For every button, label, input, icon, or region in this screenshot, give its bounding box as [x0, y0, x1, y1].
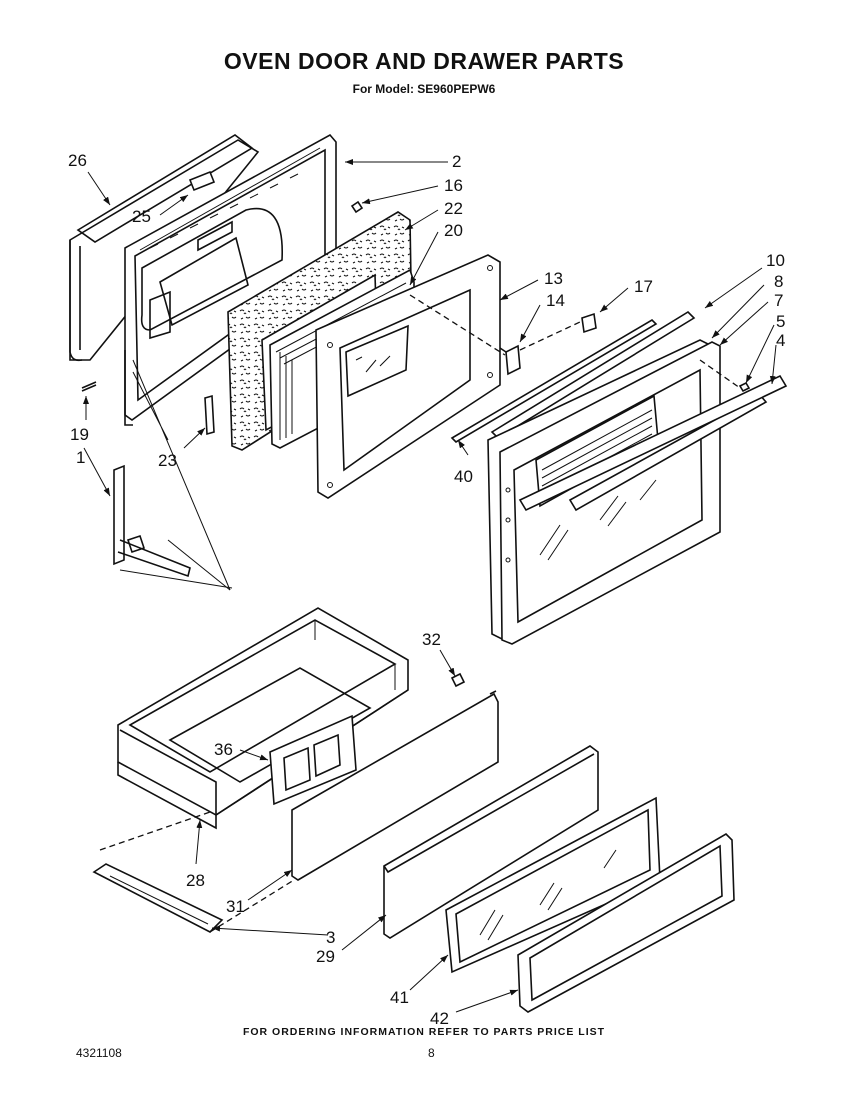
callout-2: 2 [452, 152, 461, 171]
callout-40: 40 [454, 467, 473, 486]
door-trim-strip [450, 318, 658, 444]
page-title: OVEN DOOR AND DRAWER PARTS [223, 48, 625, 74]
callout-19: 19 [70, 425, 89, 444]
door-handle [518, 374, 788, 512]
callout-42: 42 [430, 1009, 449, 1028]
callout-14: 14 [546, 291, 565, 310]
door-clip [188, 170, 216, 192]
callout-1: 1 [76, 448, 85, 467]
drawer-inner-panel [291, 692, 499, 881]
callout-32: 32 [422, 630, 441, 649]
drawer-rail [92, 863, 224, 933]
callout-13: 13 [544, 269, 563, 288]
callout-41: 41 [390, 988, 409, 1007]
callout-3: 3 [326, 928, 335, 947]
callout-22: 22 [444, 199, 463, 218]
model-subtitle: For Model: SE960PEPW6 [352, 82, 496, 96]
drawer-gasket [517, 832, 735, 1013]
callout-20: 20 [444, 221, 463, 240]
callout-16: 16 [444, 176, 463, 195]
callout-36: 36 [214, 740, 233, 759]
ordering-note: FOR ORDERING INFORMATION REFER TO PARTS … [242, 1026, 606, 1038]
callout-17: 17 [634, 277, 653, 296]
callout-10: 10 [766, 251, 785, 270]
drawer-bracket [269, 714, 357, 806]
callout-26: 26 [68, 151, 87, 170]
door-screw [350, 200, 364, 214]
callout-28: 28 [186, 871, 205, 890]
leader-lines [83, 159, 777, 1013]
callout-23: 23 [158, 451, 177, 470]
callout-7: 7 [774, 291, 783, 310]
callout-25: 25 [132, 207, 151, 226]
outer-door-panel [487, 310, 768, 645]
callout-29: 29 [316, 947, 335, 966]
document-number: 4321108 [76, 1046, 122, 1060]
callout-5: 5 [776, 312, 785, 331]
drawer-body [117, 607, 409, 830]
callout-31: 31 [226, 897, 245, 916]
drawer-screw [450, 672, 497, 695]
callout-4: 4 [776, 331, 785, 350]
callout-8: 8 [774, 272, 783, 291]
door-bumper [581, 312, 597, 334]
hinge-bracket [499, 344, 521, 376]
door-frame [315, 254, 501, 499]
page-number: 8 [428, 1046, 435, 1060]
hinge-assembly [81, 359, 233, 591]
drawer-front [383, 745, 599, 939]
